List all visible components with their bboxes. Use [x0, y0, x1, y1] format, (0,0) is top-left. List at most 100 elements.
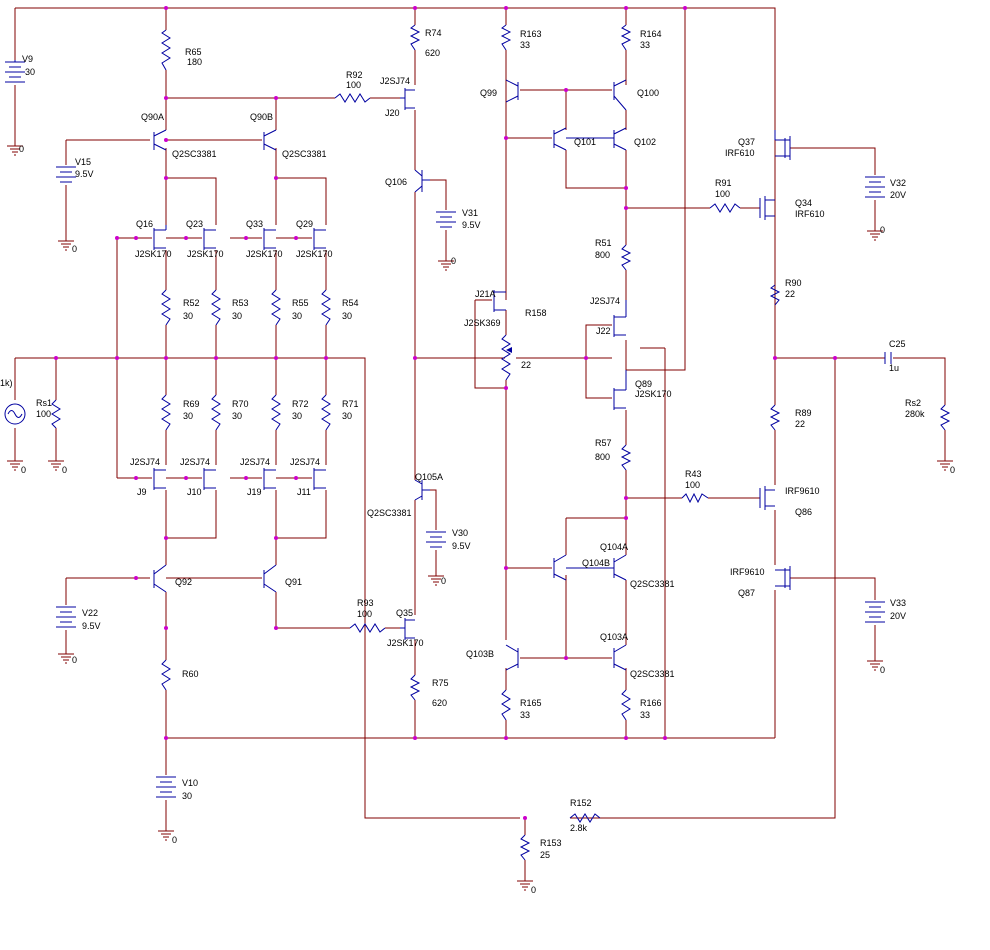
label-r72-value: 30 [292, 411, 302, 421]
label-q37: Q37 [738, 137, 755, 147]
resistor-r152 [569, 813, 601, 823]
label-q103a-type: Q2SC3381 [630, 669, 675, 679]
resistor-r52 [161, 289, 171, 326]
label-v30-value: 9.5V [452, 541, 471, 551]
bjt-icon-q92 [153, 564, 167, 593]
label-r75-value: 620 [432, 698, 447, 708]
jfet-icon-q89 [613, 370, 627, 410]
resistors [51, 24, 951, 861]
jfet-icon-j22 [613, 300, 627, 337]
junctions [54, 6, 837, 820]
jfet-icon-j10 [203, 468, 216, 490]
label-v22: V22 [82, 608, 98, 618]
label-q100: Q100 [637, 88, 659, 98]
label-r52-value: 30 [183, 311, 193, 321]
bjt-icon-q106 [414, 169, 430, 193]
label-q23: Q23 [186, 219, 203, 229]
label-q23-type: J2SK170 [187, 249, 224, 259]
label-v30: V30 [452, 528, 468, 538]
resistor-r54 [321, 289, 331, 326]
label-r53: R53 [232, 298, 249, 308]
label-j19-type: J2SJ74 [240, 457, 270, 467]
label-q37-type: IRF610 [725, 148, 755, 158]
label-r51-value: 800 [595, 250, 610, 260]
label-rs2-value: 280k [905, 409, 925, 419]
label-r69-value: 30 [183, 411, 193, 421]
label-r65-value: 180 [187, 57, 202, 67]
jfet-icon-q35 [400, 618, 415, 640]
label-q29: Q29 [296, 219, 313, 229]
label-r53-value: 30 [232, 311, 242, 321]
label-q90a-type: Q2SC3381 [172, 149, 217, 159]
jfet-icon-j19 [263, 468, 276, 490]
label-j2sj74-j20: J2SJ74 [380, 76, 410, 86]
resistor-r55 [271, 289, 281, 326]
label-r165: R165 [520, 698, 542, 708]
label-q87: Q87 [738, 588, 755, 598]
bjt-icon-q104a [566, 554, 627, 581]
label-r89-value: 22 [795, 419, 805, 429]
label-r90: R90 [785, 278, 802, 288]
label-j22-type: J2SJ74 [590, 296, 620, 306]
label-v32: V32 [890, 178, 906, 188]
label-v10-value: 30 [182, 791, 192, 801]
label-r71: R71 [342, 399, 359, 409]
label-r55-value: 30 [292, 311, 302, 321]
resistor-r69 [161, 394, 171, 431]
label-r92: R92 [346, 70, 363, 80]
label-q90b: Q90B [250, 112, 273, 122]
label-r93: R93 [357, 598, 374, 608]
label-q105a: Q105A [415, 472, 443, 482]
ac-source-icon [4, 403, 26, 425]
label-v9: V9 [22, 54, 33, 64]
label-q104a: Q104A [600, 542, 628, 552]
label-r65: R65 [185, 47, 202, 57]
label-gnd: 0 [950, 465, 955, 475]
label-v32-value: 20V [890, 190, 906, 200]
label-gnd: 0 [72, 655, 77, 665]
label-gnd: 0 [880, 665, 885, 675]
label-r152-value: 2.8k [570, 823, 588, 833]
label-q16: Q16 [136, 219, 153, 229]
resistor-r92 [334, 93, 371, 103]
label-gnd: 0 [72, 244, 77, 254]
resistor-r43 [681, 492, 709, 504]
label-q89: Q89 [635, 379, 652, 389]
label-r158-value: 22 [521, 360, 531, 370]
label-gnd: 0 [19, 144, 24, 154]
resistor-r90 [769, 284, 781, 306]
jfet-icon-j20 [400, 88, 415, 110]
resistor-r53 [211, 289, 221, 326]
resistor-r93 [349, 623, 386, 633]
label-v33: V33 [890, 598, 906, 608]
label-r93-value: 100 [357, 609, 372, 619]
label-q35-type: J2SK170 [387, 638, 424, 648]
label-v31-value: 9.5V [462, 220, 481, 230]
resistor-r65 [161, 29, 171, 71]
label-r71-value: 30 [342, 411, 352, 421]
label-gnd: 0 [62, 465, 67, 475]
dc-source-icon-v9 [5, 60, 25, 83]
label-r43-value: 100 [685, 480, 700, 490]
label-j21a-type: J2SK369 [464, 318, 501, 328]
label-q86: Q86 [795, 507, 812, 517]
label-q91: Q91 [285, 577, 302, 587]
resistor-r158 [501, 334, 511, 381]
label-q34: Q34 [795, 198, 812, 208]
dc-source-icon-v22 [56, 606, 76, 628]
label-r70: R70 [232, 399, 249, 409]
resistor-r166 [621, 689, 631, 721]
label-gnd: 0 [21, 465, 26, 475]
label-r70-value: 30 [232, 411, 242, 421]
bjt-icon-q103b [505, 644, 519, 671]
label-r57: R57 [595, 438, 612, 448]
label-c25-value: 1u [889, 363, 899, 373]
bjt-icon-q100 [613, 79, 627, 111]
label-j19: J19 [247, 487, 262, 497]
label-j11: J11 [297, 487, 311, 497]
label-q103a: Q103A [600, 632, 628, 642]
mosfet-icon-q34 [759, 196, 775, 220]
bjt-icon-q91 [263, 564, 277, 593]
wires [14, 7, 946, 875]
